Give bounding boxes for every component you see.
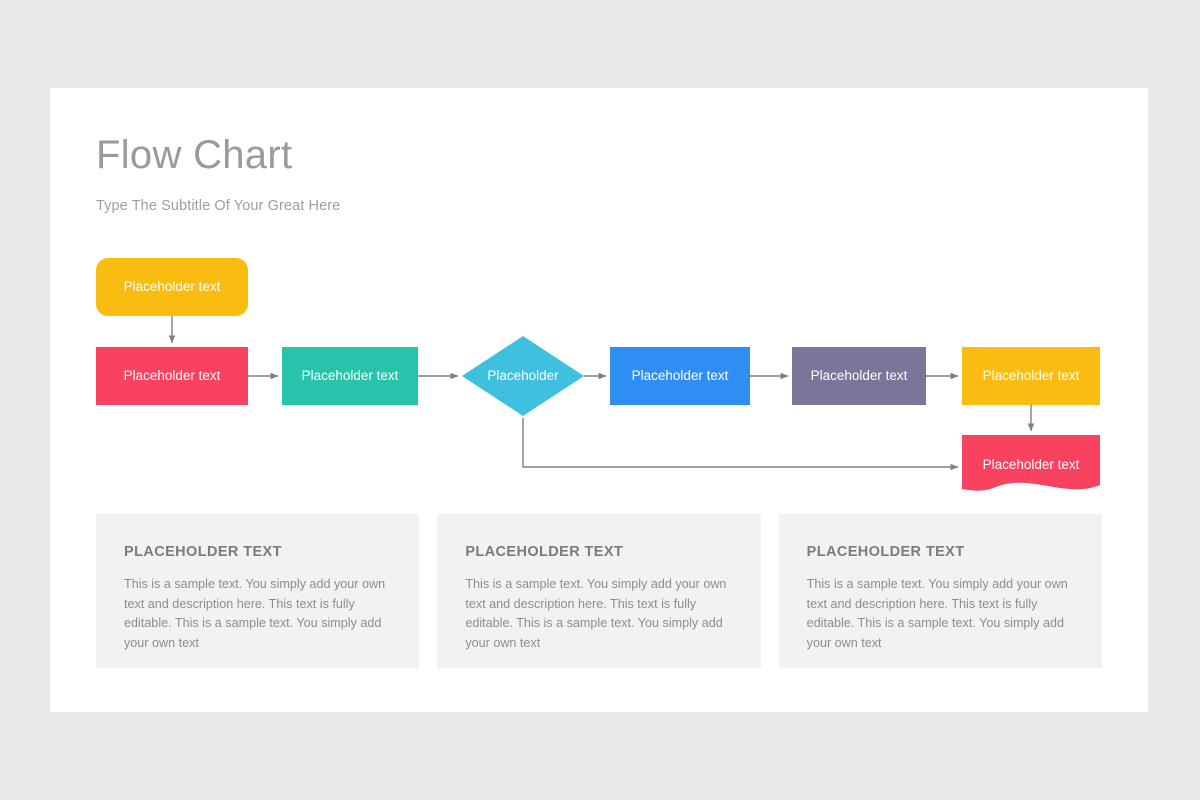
flow-node-step-a[interactable]: Placeholder text (96, 347, 248, 405)
flow-node-step-f-label: Placeholder text (982, 367, 1080, 383)
card-title: PLACEHOLDER TEXT (465, 544, 624, 560)
flow-node-start[interactable]: Placeholder text (96, 258, 248, 316)
description-card: PLACEHOLDER TEXT This is a sample text. … (96, 514, 420, 668)
flow-node-step-d[interactable]: Placeholder text (610, 347, 750, 405)
document-shape-icon (962, 435, 1100, 491)
flow-node-step-b[interactable]: Placeholder text (282, 347, 418, 405)
flow-chart-diagram: Placeholder text Placeholder text Placeh… (50, 88, 1148, 712)
description-card: PLACEHOLDER TEXT This is a sample text. … (437, 514, 761, 668)
card-body: This is a sample text. You simply add yo… (124, 577, 386, 650)
flow-node-step-b-label: Placeholder text (301, 367, 399, 383)
diamond-shape-icon (462, 336, 584, 416)
flow-node-step-d-label: Placeholder text (631, 367, 729, 383)
flow-connectors (168, 316, 1035, 471)
card-body: This is a sample text. You simply add yo… (806, 577, 1068, 650)
description-card: PLACEHOLDER TEXT This is a sample text. … (778, 514, 1102, 668)
flow-node-step-e-label: Placeholder text (810, 367, 908, 383)
page-subtitle: Type The Subtitle Of Your Great Here (96, 198, 341, 214)
card-body: This is a sample text. You simply add yo… (465, 577, 727, 650)
page-title: Flow Chart (96, 133, 293, 177)
flow-node-document-label: Placeholder text (982, 456, 1080, 472)
slide-canvas: Flow Chart Type The Subtitle Of Your Gre… (50, 88, 1148, 712)
description-cards: PLACEHOLDER TEXT This is a sample text. … (96, 514, 1102, 668)
flow-node-decision[interactable]: Placeholder (462, 336, 584, 416)
connector-decision-to-document (522, 418, 959, 471)
flow-node-step-f[interactable]: Placeholder text (962, 347, 1100, 405)
flow-node-decision-label: Placeholder (487, 367, 559, 383)
flow-node-document[interactable]: Placeholder text (962, 435, 1100, 495)
flow-node-start-label: Placeholder text (123, 278, 221, 294)
card-title: PLACEHOLDER TEXT (806, 544, 965, 560)
flow-node-step-e[interactable]: Placeholder text (792, 347, 926, 405)
flow-node-step-a-label: Placeholder text (123, 367, 221, 383)
card-title: PLACEHOLDER TEXT (124, 544, 282, 560)
